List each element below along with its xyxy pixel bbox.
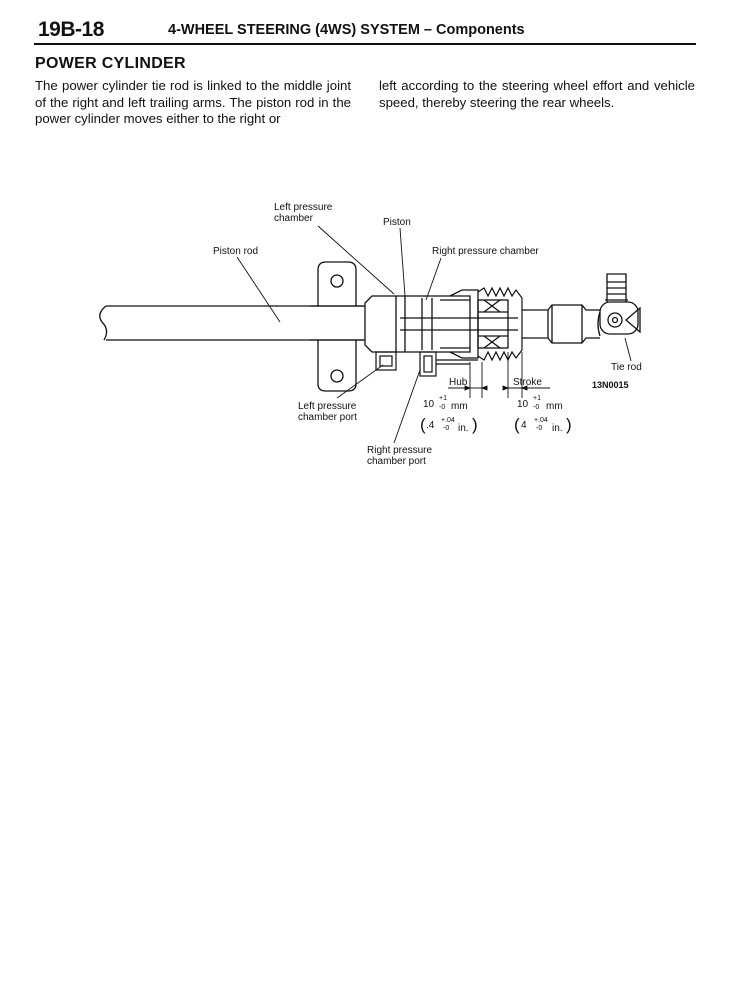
body-text-left-column: The power cylinder tie rod is linked to … — [35, 78, 351, 126]
stroke-mm-tol-upper: +1 — [533, 395, 541, 402]
label-left-pressure-chamber-line2: chamber — [274, 213, 314, 224]
stroke-in-tol-lower: -0 — [536, 425, 542, 432]
section-heading: POWER CYLINDER — [35, 55, 186, 72]
label-piston-rod: Piston rod — [213, 246, 258, 257]
hub-mm-tol-upper: +1 — [439, 395, 447, 402]
header-title: 4-WHEEL STEERING (4WS) SYSTEM – Componen… — [168, 22, 525, 38]
label-left-pressure-chamber-port: Left pressure — [298, 401, 357, 412]
label-left-pressure-chamber: Left pressure — [274, 202, 333, 213]
hub-paren-open: ( — [420, 415, 426, 434]
body-text-right-column: left according to the steering wheel eff… — [379, 78, 695, 110]
leader-lines — [236, 225, 632, 444]
page-number: 19B-18 — [38, 18, 104, 41]
mounting-bracket — [310, 261, 364, 392]
stroke-in-unit: in. — [552, 423, 563, 434]
label-piston: Piston — [383, 217, 411, 228]
hub-mm-tol-lower: -0 — [439, 404, 445, 411]
stroke-in-tol-upper: +.04 — [534, 417, 548, 424]
stroke-mm-unit: mm — [546, 401, 563, 412]
stroke-dimension: 10 +1 -0 mm ( 4 +.04 -0 in. ) — [514, 395, 572, 434]
hub-in-value: .4 — [426, 420, 435, 431]
label-stroke: Stroke — [513, 377, 542, 388]
stroke-paren-open: ( — [514, 415, 520, 434]
dimension-lines — [448, 352, 550, 398]
label-right-pressure-chamber: Right pressure chamber — [432, 246, 539, 257]
label-tie-rod: Tie rod — [611, 362, 642, 373]
label-left-pressure-chamber-port-line2: chamber port — [298, 412, 357, 423]
stroke-mm-tol-lower: -0 — [533, 404, 539, 411]
hub-mm-unit: mm — [451, 401, 468, 412]
hub-paren-close: ) — [472, 415, 478, 434]
tie-rod — [522, 273, 641, 344]
stroke-paren-close: ) — [566, 415, 572, 434]
hub-in-unit: in. — [458, 423, 469, 434]
hub-in-tol-upper: +.04 — [441, 417, 455, 424]
fluid-ports — [375, 351, 478, 377]
hub-in-tol-lower: -0 — [443, 425, 449, 432]
figure-id: 13N0015 — [592, 380, 629, 390]
cylinder-body — [364, 289, 518, 359]
hub-mm-value: 10 — [423, 399, 435, 410]
header-rule — [34, 43, 696, 45]
bellows-boot — [477, 286, 523, 362]
label-right-pressure-chamber-port: Right pressure — [367, 445, 432, 456]
label-right-pressure-chamber-port-line2: chamber port — [367, 456, 426, 467]
stroke-mm-value: 10 — [517, 399, 529, 410]
piston-rod-shaft — [99, 305, 365, 341]
hub-dimension: 10 +1 -0 mm ( .4 +.04 -0 in. ) — [420, 395, 478, 434]
label-hub: Hub — [449, 377, 468, 388]
stroke-in-value: 4 — [521, 420, 527, 431]
